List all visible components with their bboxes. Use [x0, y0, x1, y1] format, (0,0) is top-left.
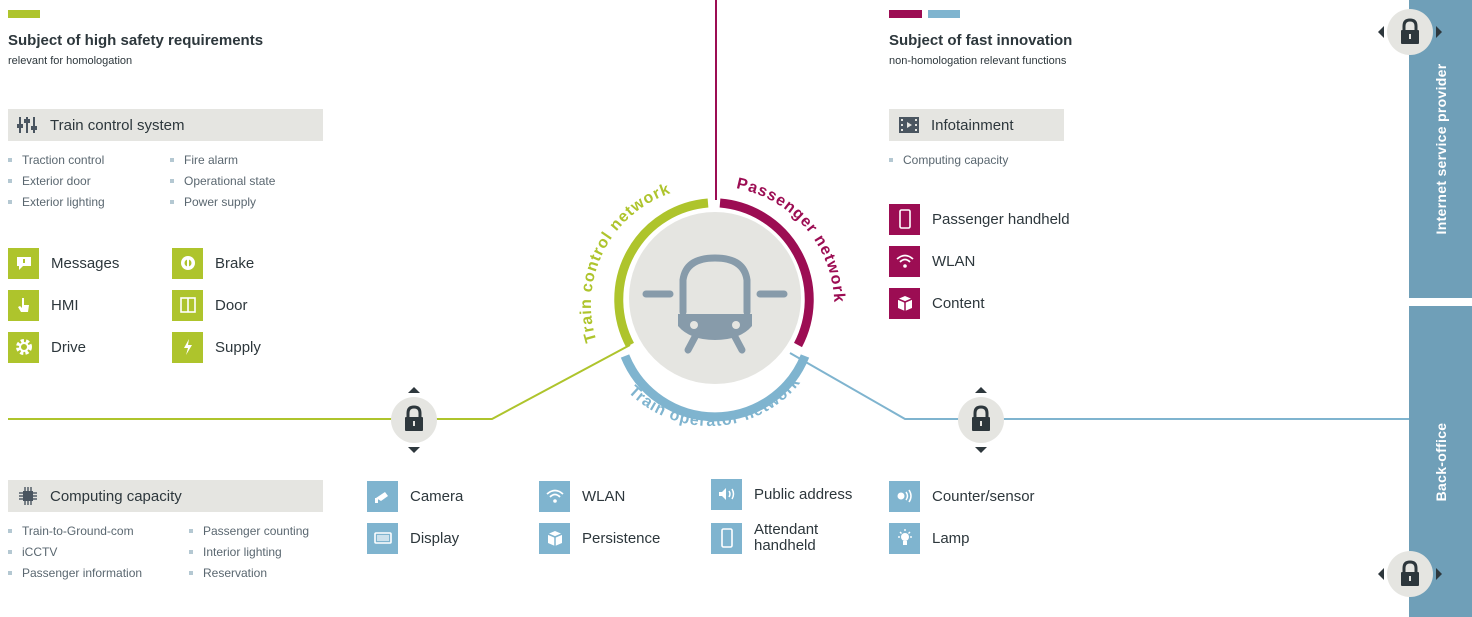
smartphone-icon [889, 203, 920, 235]
innovation-subtitle: non-homologation relevant functions [889, 55, 1067, 67]
supply-tile: Supply [172, 331, 261, 363]
sliders-icon [17, 114, 39, 136]
wifi-icon [539, 480, 570, 512]
train-control-system-label: Train control system [50, 116, 185, 134]
list-item: Passenger counting [189, 523, 309, 544]
computing-capacity-label: Computing capacity [50, 487, 182, 505]
lock-icon [1401, 560, 1419, 586]
display-tile: Display [367, 522, 459, 554]
passenger-swatch [889, 10, 922, 18]
public-address-tile: Public address [711, 478, 852, 510]
innovation-title: Subject of fast innovation [889, 32, 1073, 49]
operator-ring [620, 354, 810, 422]
lock-icon [405, 405, 423, 431]
list-item: Traction control [8, 152, 105, 173]
lamp-tile: Lamp [889, 522, 970, 554]
attendant-handheld-tile: Attendant handheld [711, 522, 818, 554]
list-item: Power supply [170, 194, 275, 215]
display-icon [367, 522, 398, 554]
infotainment-box: Infotainment [889, 109, 1064, 141]
train-hub [629, 212, 801, 384]
list-item: Exterior door [8, 173, 105, 194]
list-item: Operational state [170, 173, 275, 194]
door-icon [172, 289, 203, 321]
content-tile: Content [889, 287, 985, 319]
smartphone-icon [711, 522, 742, 554]
computing-list-1: Train-to-Ground-com iCCTV Passenger info… [8, 523, 142, 586]
gateway-lock-backoffice [1377, 551, 1443, 597]
lightning-icon [172, 331, 203, 363]
control-network-line [8, 344, 631, 420]
safety-subtitle: relevant for homologation [8, 55, 133, 67]
computing-list-2: Passenger counting Interior lighting Res… [189, 523, 309, 586]
persistence-tile: Persistence [539, 522, 660, 554]
list-item: Fire alarm [170, 152, 275, 173]
list-item: Train-to-Ground-com [8, 523, 142, 544]
train-control-ring [614, 198, 709, 348]
gateway-lock-isp [1377, 9, 1443, 55]
gateway-lock-left [391, 386, 437, 454]
wifi-icon [889, 245, 920, 277]
film-icon [898, 114, 920, 136]
passenger-handheld-tile: Passenger handheld [889, 203, 1070, 235]
box-icon [539, 522, 570, 554]
counter-sensor-tile: Counter/sensor [889, 480, 1035, 512]
attendant-label-line1: Attendant [754, 521, 819, 538]
list-item: Computing capacity [889, 152, 1008, 173]
lock-icon [972, 405, 990, 431]
train-control-list-1: Traction control Exterior door Exterior … [8, 152, 105, 215]
train-icon [642, 254, 788, 354]
message-icon [8, 247, 39, 279]
safety-swatch [8, 10, 40, 18]
train-control-system-box: Train control system [8, 109, 323, 141]
attendant-label-line2: handheld [754, 537, 816, 554]
camera-tile: Camera [367, 480, 463, 512]
camera-icon [367, 480, 398, 512]
safety-title: Subject of high safety requirements [8, 32, 264, 49]
brake-icon [172, 247, 203, 279]
door-tile: Door [172, 289, 248, 321]
box-icon [889, 287, 920, 319]
lock-icon [1401, 18, 1419, 44]
operator-wlan-tile: WLAN [539, 480, 625, 512]
chip-icon [17, 485, 39, 507]
sensor-icon [889, 480, 920, 512]
gateway-lock-right [958, 386, 1004, 454]
speaker-icon [711, 478, 742, 510]
brake-tile: Brake [172, 247, 254, 279]
hand-pointer-icon [8, 289, 39, 321]
passenger-ring [719, 198, 814, 348]
hmi-tile: HMI [8, 289, 79, 321]
list-item: Reservation [189, 565, 309, 586]
operator-swatch [928, 10, 960, 18]
gear-icon [8, 331, 39, 363]
infotainment-label: Infotainment [931, 116, 1014, 134]
computing-capacity-box: Computing capacity [8, 480, 323, 512]
train-control-list-2: Fire alarm Operational state Power suppl… [170, 152, 275, 215]
lamp-icon [889, 522, 920, 554]
passenger-wlan-tile: WLAN [889, 245, 975, 277]
operator-network-line [789, 352, 1409, 420]
back-office-label: Back-office [1432, 422, 1449, 501]
list-item: iCCTV [8, 544, 142, 565]
list-item: Exterior lighting [8, 194, 105, 215]
list-item: Passenger information [8, 565, 142, 586]
messages-tile: Messages [8, 247, 119, 279]
drive-tile: Drive [8, 331, 86, 363]
list-item: Interior lighting [189, 544, 309, 565]
infotainment-list: Computing capacity [889, 152, 1008, 173]
isp-label: Internet service provider [1432, 63, 1449, 235]
